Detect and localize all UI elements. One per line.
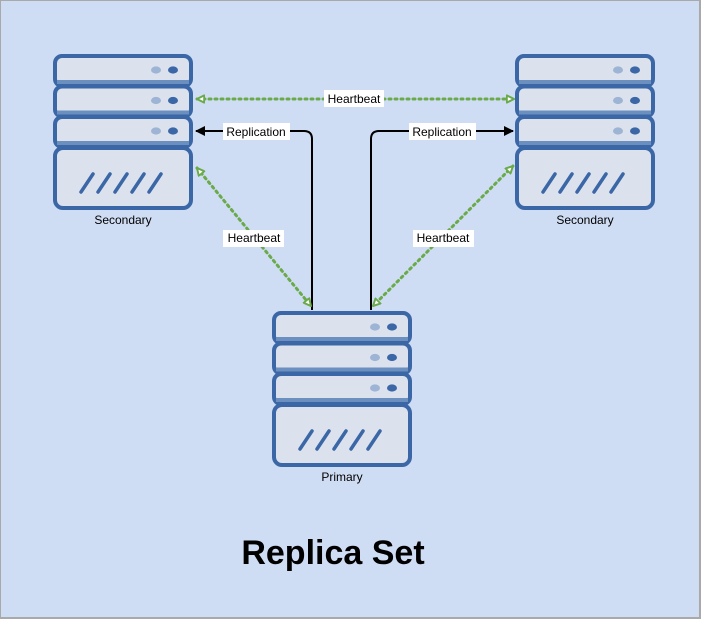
heartbeat-edge-left[interactable]: Heartbeat — [195, 168, 313, 306]
server-icon — [53, 54, 193, 210]
server-icon — [515, 54, 655, 210]
node-label: Secondary — [94, 213, 151, 227]
status-led-icon — [370, 323, 380, 331]
diagram-title: Replica Set — [241, 534, 424, 572]
status-led-icon — [613, 66, 623, 74]
vent-slash — [349, 429, 365, 451]
rack-separator — [519, 141, 651, 145]
vent-slash — [558, 172, 574, 194]
vent-slash — [130, 172, 146, 194]
vent-slash — [113, 172, 129, 194]
node-label: Primary — [321, 470, 362, 484]
status-led-icon — [168, 96, 178, 105]
status-led-icon — [151, 127, 161, 135]
edge-label: Heartbeat — [417, 231, 470, 245]
rack-separator — [276, 367, 408, 372]
status-led-icon — [168, 66, 178, 74]
node-label: Secondary — [556, 213, 613, 227]
vent-slash — [366, 429, 382, 451]
vent-slash — [96, 172, 112, 194]
edges: Heartbeat Replication Replication Heartb… — [195, 90, 516, 310]
rack-separator — [57, 141, 189, 145]
vent-slash — [332, 429, 348, 451]
server-node-secondary-right[interactable]: Secondary — [515, 54, 655, 227]
vent-slash — [541, 172, 557, 194]
vent-slash — [609, 172, 625, 194]
status-led-icon — [630, 96, 640, 105]
server-node-secondary-left[interactable]: Secondary — [53, 54, 193, 227]
rack-separator — [276, 398, 408, 402]
rack-separator — [276, 337, 408, 341]
status-led-icon — [630, 127, 640, 135]
rack-separator — [519, 110, 651, 115]
replication-line — [370, 126, 514, 310]
status-led-icon — [613, 127, 623, 135]
heartbeat-edge-top[interactable]: Heartbeat — [195, 90, 516, 107]
replication-edge-left[interactable]: Replication — [195, 123, 313, 310]
edge-label-bg — [223, 230, 284, 247]
vent-slash — [592, 172, 608, 194]
edge-label-bg — [223, 123, 290, 140]
status-led-icon — [168, 127, 178, 135]
vent-slash — [298, 429, 314, 451]
edge-label: Replication — [412, 125, 471, 139]
server-icon — [272, 311, 412, 467]
server-node-primary[interactable]: Primary — [272, 311, 412, 484]
heartbeat-edge-right[interactable]: Heartbeat — [373, 166, 513, 306]
vent-slash — [79, 172, 95, 194]
rack-separator — [57, 110, 189, 115]
vent-slash — [315, 429, 331, 451]
edge-label: Heartbeat — [328, 92, 381, 106]
status-led-icon — [387, 353, 397, 362]
status-led-icon — [613, 96, 623, 105]
edge-label-bg — [409, 123, 476, 140]
edge-label: Replication — [226, 125, 285, 139]
status-led-icon — [151, 96, 161, 105]
replication-edge-right[interactable]: Replication — [370, 123, 514, 310]
edge-label-bg — [413, 230, 474, 247]
status-led-icon — [630, 66, 640, 74]
status-led-icon — [151, 66, 161, 74]
status-led-icon — [387, 323, 397, 331]
rack-separator — [519, 80, 651, 84]
vent-slash — [575, 172, 591, 194]
status-led-icon — [370, 384, 380, 392]
rack-separator — [57, 80, 189, 84]
status-led-icon — [387, 384, 397, 392]
edge-label: Heartbeat — [228, 231, 281, 245]
edge-label-bg — [324, 90, 384, 107]
vent-slash — [147, 172, 163, 194]
replication-line — [195, 126, 313, 310]
status-led-icon — [370, 353, 380, 362]
